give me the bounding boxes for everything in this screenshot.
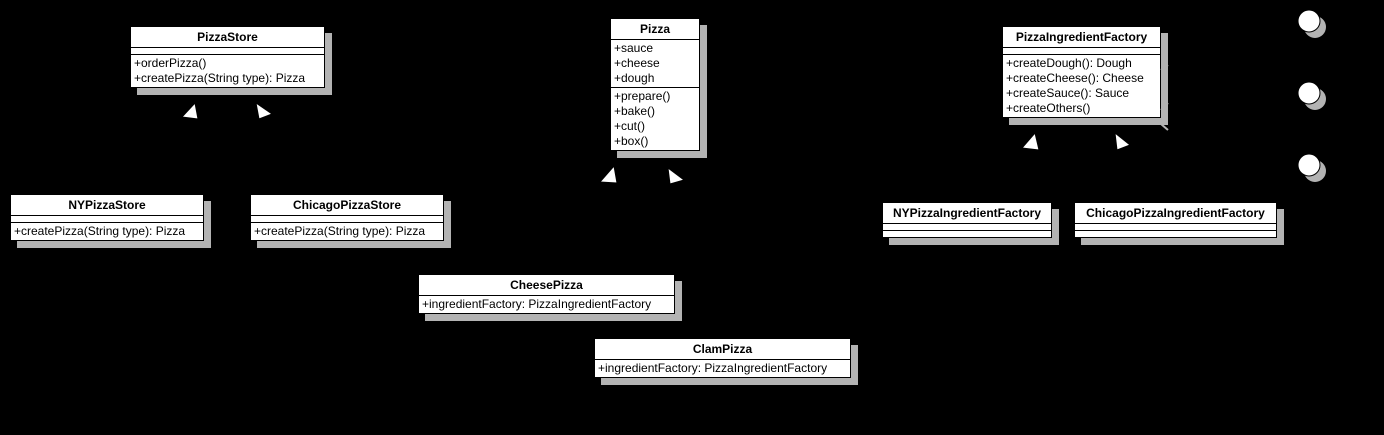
class-pizza[interactable]: Pizza +sauce +cheese +dough +prepare() +…: [610, 18, 700, 151]
class-pizza-ingredient-factory[interactable]: PizzaIngredientFactory +createDough(): D…: [1002, 26, 1161, 118]
method: +createPizza(String type): Pizza: [134, 71, 306, 85]
class-name: Pizza: [611, 19, 699, 40]
method: +prepare(): [614, 89, 671, 103]
class-chicago-pizza-ingredient-factory[interactable]: ChicagoPizzaIngredientFactory: [1074, 202, 1277, 238]
class-name: ChicagoPizzaStore: [251, 195, 443, 216]
connector-stub: [1160, 64, 1169, 131]
class-cheese-pizza[interactable]: CheesePizza +ingredientFactory: PizzaIng…: [418, 274, 675, 314]
method: +createCheese(): Cheese: [1006, 71, 1144, 85]
class-ny-pizza-store[interactable]: NYPizzaStore +createPizza(String type): …: [10, 194, 204, 241]
method: +box(): [614, 134, 649, 148]
method: +orderPizza(): [134, 56, 207, 70]
methods-section: +createPizza(String type): Pizza: [11, 223, 203, 240]
class-name: ChicagoPizzaIngredientFactory: [1075, 203, 1276, 224]
attribute: +ingredientFactory: PizzaIngredientFacto…: [598, 361, 828, 375]
class-chicago-pizza-store[interactable]: ChicagoPizzaStore +createPizza(String ty…: [250, 194, 444, 241]
methods-section: +orderPizza() +createPizza(String type):…: [131, 55, 324, 87]
class-name: CheesePizza: [419, 275, 674, 296]
method: +cut(): [614, 119, 646, 133]
class-name: PizzaIngredientFactory: [1003, 27, 1160, 48]
attributes-section: [131, 48, 324, 55]
attributes-section: [1075, 224, 1276, 231]
class-name: ClamPizza: [595, 339, 850, 360]
method: +createPizza(String type): Pizza: [14, 224, 186, 238]
inheritance-arrowhead: [1021, 131, 1040, 151]
method: +bake(): [614, 104, 656, 118]
attributes-section: +ingredientFactory: PizzaIngredientFacto…: [595, 360, 850, 377]
attributes-section: [883, 224, 1051, 231]
class-name: PizzaStore: [131, 27, 324, 48]
interface-circle: [1297, 9, 1321, 33]
inheritance-arrowhead: [180, 101, 199, 120]
methods-section: +createPizza(String type): Pizza: [251, 223, 443, 240]
method: +createPizza(String type): Pizza: [254, 224, 426, 238]
class-clam-pizza[interactable]: ClamPizza +ingredientFactory: PizzaIngre…: [594, 338, 851, 378]
method: +createOthers(): [1006, 101, 1091, 115]
interface-circle: [1297, 153, 1321, 177]
method: +createDough(): Dough: [1006, 56, 1132, 70]
method: +createSauce(): Sauce: [1006, 86, 1130, 100]
attributes-section: [1003, 48, 1160, 55]
inheritance-arrowhead: [667, 166, 686, 185]
attributes-section: +sauce +cheese +dough: [611, 40, 699, 88]
attribute: +sauce: [614, 41, 654, 55]
attribute: +ingredientFactory: PizzaIngredientFacto…: [422, 297, 652, 311]
class-name: NYPizzaIngredientFactory: [883, 203, 1051, 224]
attribute: +dough: [614, 71, 655, 85]
attributes-section: [11, 216, 203, 223]
attribute: +cheese: [614, 56, 660, 70]
class-pizza-store[interactable]: PizzaStore +orderPizza() +createPizza(St…: [130, 26, 325, 88]
inheritance-arrowhead: [1114, 131, 1131, 151]
class-name: NYPizzaStore: [11, 195, 203, 216]
inheritance-arrowhead: [255, 101, 274, 120]
attributes-section: [251, 216, 443, 223]
class-ny-pizza-ingredient-factory[interactable]: NYPizzaIngredientFactory: [882, 202, 1052, 238]
inheritance-arrowhead: [598, 164, 618, 184]
methods-section: +prepare() +bake() +cut() +box(): [611, 88, 699, 150]
attributes-section: +ingredientFactory: PizzaIngredientFacto…: [419, 296, 674, 313]
interface-circle: [1297, 81, 1321, 105]
methods-section: +createDough(): Dough +createCheese(): C…: [1003, 55, 1160, 117]
